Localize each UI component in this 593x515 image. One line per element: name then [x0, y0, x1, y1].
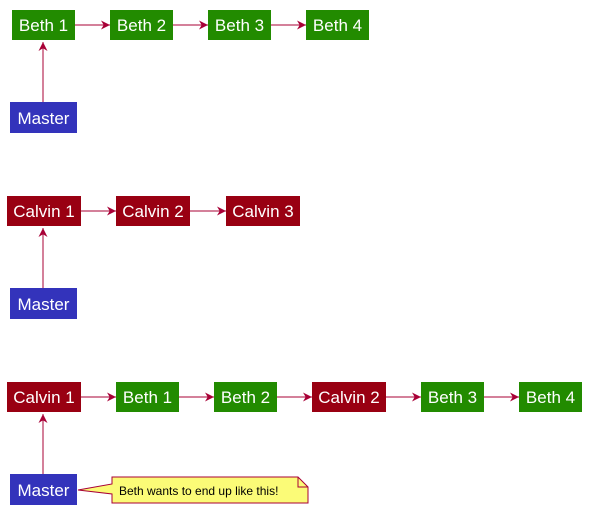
- commit-label: Beth 3: [428, 388, 477, 407]
- commit-node: Beth 2: [214, 382, 277, 412]
- commit-label: Calvin 2: [122, 202, 183, 221]
- master-pointer: Master: [10, 474, 77, 505]
- row-calvin-branch: Calvin 1 Calvin 2 Calvin 3 Master: [7, 196, 300, 319]
- commit-node: Calvin 1: [7, 382, 81, 412]
- note-shape: [77, 476, 309, 504]
- master-pointer: Master: [10, 102, 77, 133]
- note-corner-fold: [297, 477, 308, 488]
- note-text: Beth wants to end up like this!: [119, 484, 278, 498]
- commit-box: [110, 10, 173, 40]
- commit-box: [208, 10, 271, 40]
- commit-box: [7, 196, 81, 226]
- commit-box: [116, 196, 190, 226]
- master-box: [10, 474, 77, 505]
- commit-node: Calvin 3: [226, 196, 300, 226]
- commit-label: Beth 3: [215, 16, 264, 35]
- commit-node: Beth 2: [110, 10, 173, 40]
- note: Beth wants to end up like this!: [77, 476, 309, 504]
- commit-node: Beth 1: [116, 382, 179, 412]
- commit-label: Beth 1: [123, 388, 172, 407]
- master-label: Master: [18, 295, 70, 314]
- master-box: [10, 102, 77, 133]
- row-beth-branch: Beth 1 Beth 2 Beth 3 Beth 4 Master: [10, 10, 369, 133]
- commit-label: Calvin 1: [13, 202, 74, 221]
- commit-node: Beth 3: [208, 10, 271, 40]
- master-pointer: Master: [10, 288, 77, 319]
- commit-label: Beth 4: [313, 16, 362, 35]
- commit-box: [421, 382, 484, 412]
- commit-node: Beth 4: [519, 382, 582, 412]
- commit-label: Calvin 1: [13, 388, 74, 407]
- commit-node: Beth 4: [306, 10, 369, 40]
- commit-node: Calvin 2: [312, 382, 386, 412]
- commit-label: Calvin 3: [232, 202, 293, 221]
- master-label: Master: [18, 109, 70, 128]
- commit-node: Calvin 1: [7, 196, 81, 226]
- commit-label: Beth 1: [19, 16, 68, 35]
- commit-box: [306, 10, 369, 40]
- commit-box: [7, 382, 81, 412]
- row-desired-result: Calvin 1 Beth 1 Beth 2 Calvin 2 Beth 3 B…: [7, 382, 582, 505]
- master-box: [10, 288, 77, 319]
- commit-node: Calvin 2: [116, 196, 190, 226]
- commit-box: [519, 382, 582, 412]
- commit-box: [312, 382, 386, 412]
- commit-label: Beth 2: [221, 388, 270, 407]
- commit-box: [12, 10, 75, 40]
- commit-box: [226, 196, 300, 226]
- commit-node: Beth 3: [421, 382, 484, 412]
- commit-box: [214, 382, 277, 412]
- commit-box: [116, 382, 179, 412]
- commit-label: Beth 2: [117, 16, 166, 35]
- master-label: Master: [18, 481, 70, 500]
- commit-label: Beth 4: [526, 388, 575, 407]
- commit-label: Calvin 2: [318, 388, 379, 407]
- commit-node: Beth 1: [12, 10, 75, 40]
